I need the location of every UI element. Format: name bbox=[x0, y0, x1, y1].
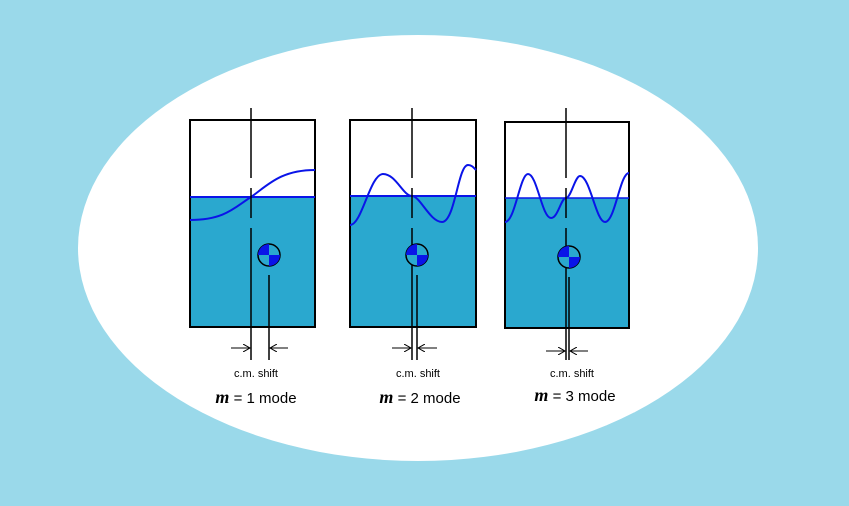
cm-shift-label: c.m. shift bbox=[550, 368, 594, 380]
tank-m3: c.m. shift m = 3 mode bbox=[504, 108, 630, 405]
tank-m2: c.m. shift m = 2 mode bbox=[349, 108, 477, 407]
mode-label: m = 2 mode bbox=[379, 387, 460, 407]
center-of-mass-icon bbox=[557, 245, 581, 269]
tank-outline bbox=[189, 119, 316, 328]
water bbox=[190, 197, 315, 327]
tank-outline bbox=[504, 121, 630, 329]
mode-label: m = 1 mode bbox=[215, 387, 296, 407]
center-of-mass-icon bbox=[257, 243, 281, 267]
wave-surface bbox=[349, 163, 477, 226]
tank-m1: c.m. shift m = 1 mode bbox=[189, 108, 316, 407]
mode-label: m = 3 mode bbox=[534, 385, 615, 405]
cm-shift-label: c.m. shift bbox=[234, 368, 278, 380]
center-of-mass-icon bbox=[405, 243, 429, 267]
tank-outline bbox=[349, 119, 477, 328]
cm-shift-label: c.m. shift bbox=[396, 368, 440, 380]
